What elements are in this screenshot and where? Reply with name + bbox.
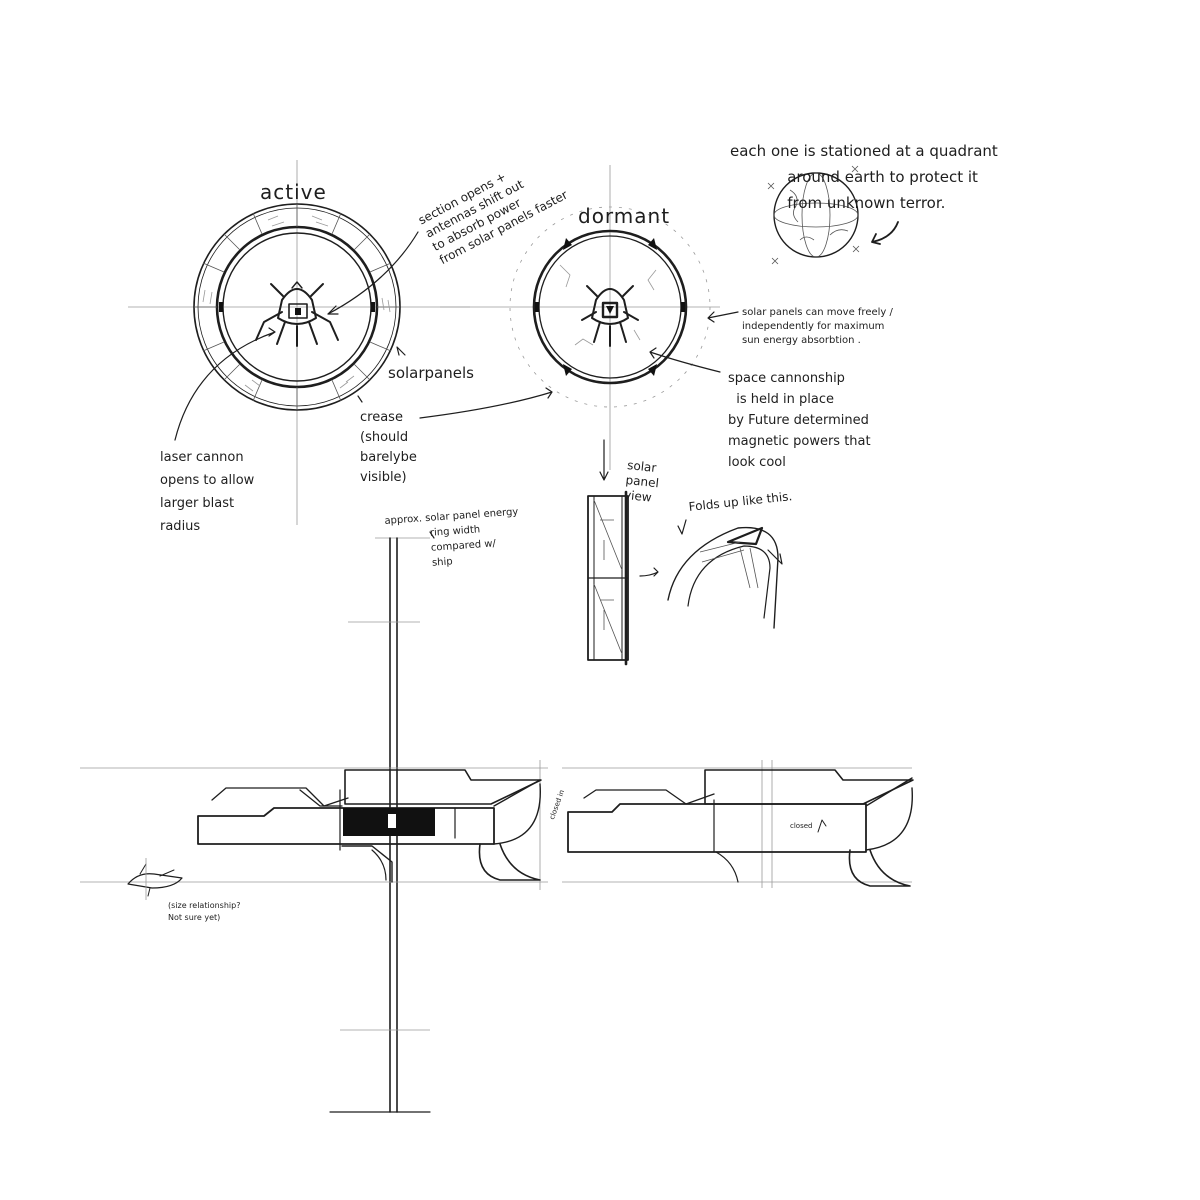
ship-side-view-open	[80, 760, 548, 890]
small-ship-scale-figure	[127, 858, 183, 900]
dormant-ring-diagram	[440, 165, 720, 470]
note-size-relationship: (size relationship? Not sure yet)	[168, 901, 241, 922]
note-solar-move: solar panels can move freely / independe…	[742, 307, 893, 346]
ship-side-view-closed	[562, 760, 914, 888]
active-ship-icon	[255, 281, 339, 347]
label-active: active	[260, 180, 327, 204]
label-dormant: dormant	[578, 204, 671, 228]
note-solar-panel-view: solar panel view	[623, 458, 660, 505]
earth-arrow	[871, 221, 899, 245]
leader-arrows	[174, 231, 783, 577]
note-quadrant: each one is stationed at a quadrant arou…	[730, 142, 998, 212]
solar-panel-side-view	[587, 490, 629, 666]
note-space-cannonship: space cannonship is held in place by Fut…	[728, 371, 871, 470]
dormant-ship-icon	[581, 285, 639, 347]
folded-panel-sketch	[667, 526, 779, 629]
earth-globe-icon	[767, 165, 860, 265]
note-approx-ring-width: approx. solar panel energy ring width co…	[384, 506, 519, 572]
active-ring-diagram	[128, 160, 470, 525]
note-closed: closed	[790, 822, 813, 830]
note-laser-cannon: laser cannon opens to allow larger blast…	[160, 450, 255, 534]
note-solar-panels: solarpanels	[388, 364, 474, 382]
note-crease: crease (should barelybe visible)	[360, 410, 417, 485]
